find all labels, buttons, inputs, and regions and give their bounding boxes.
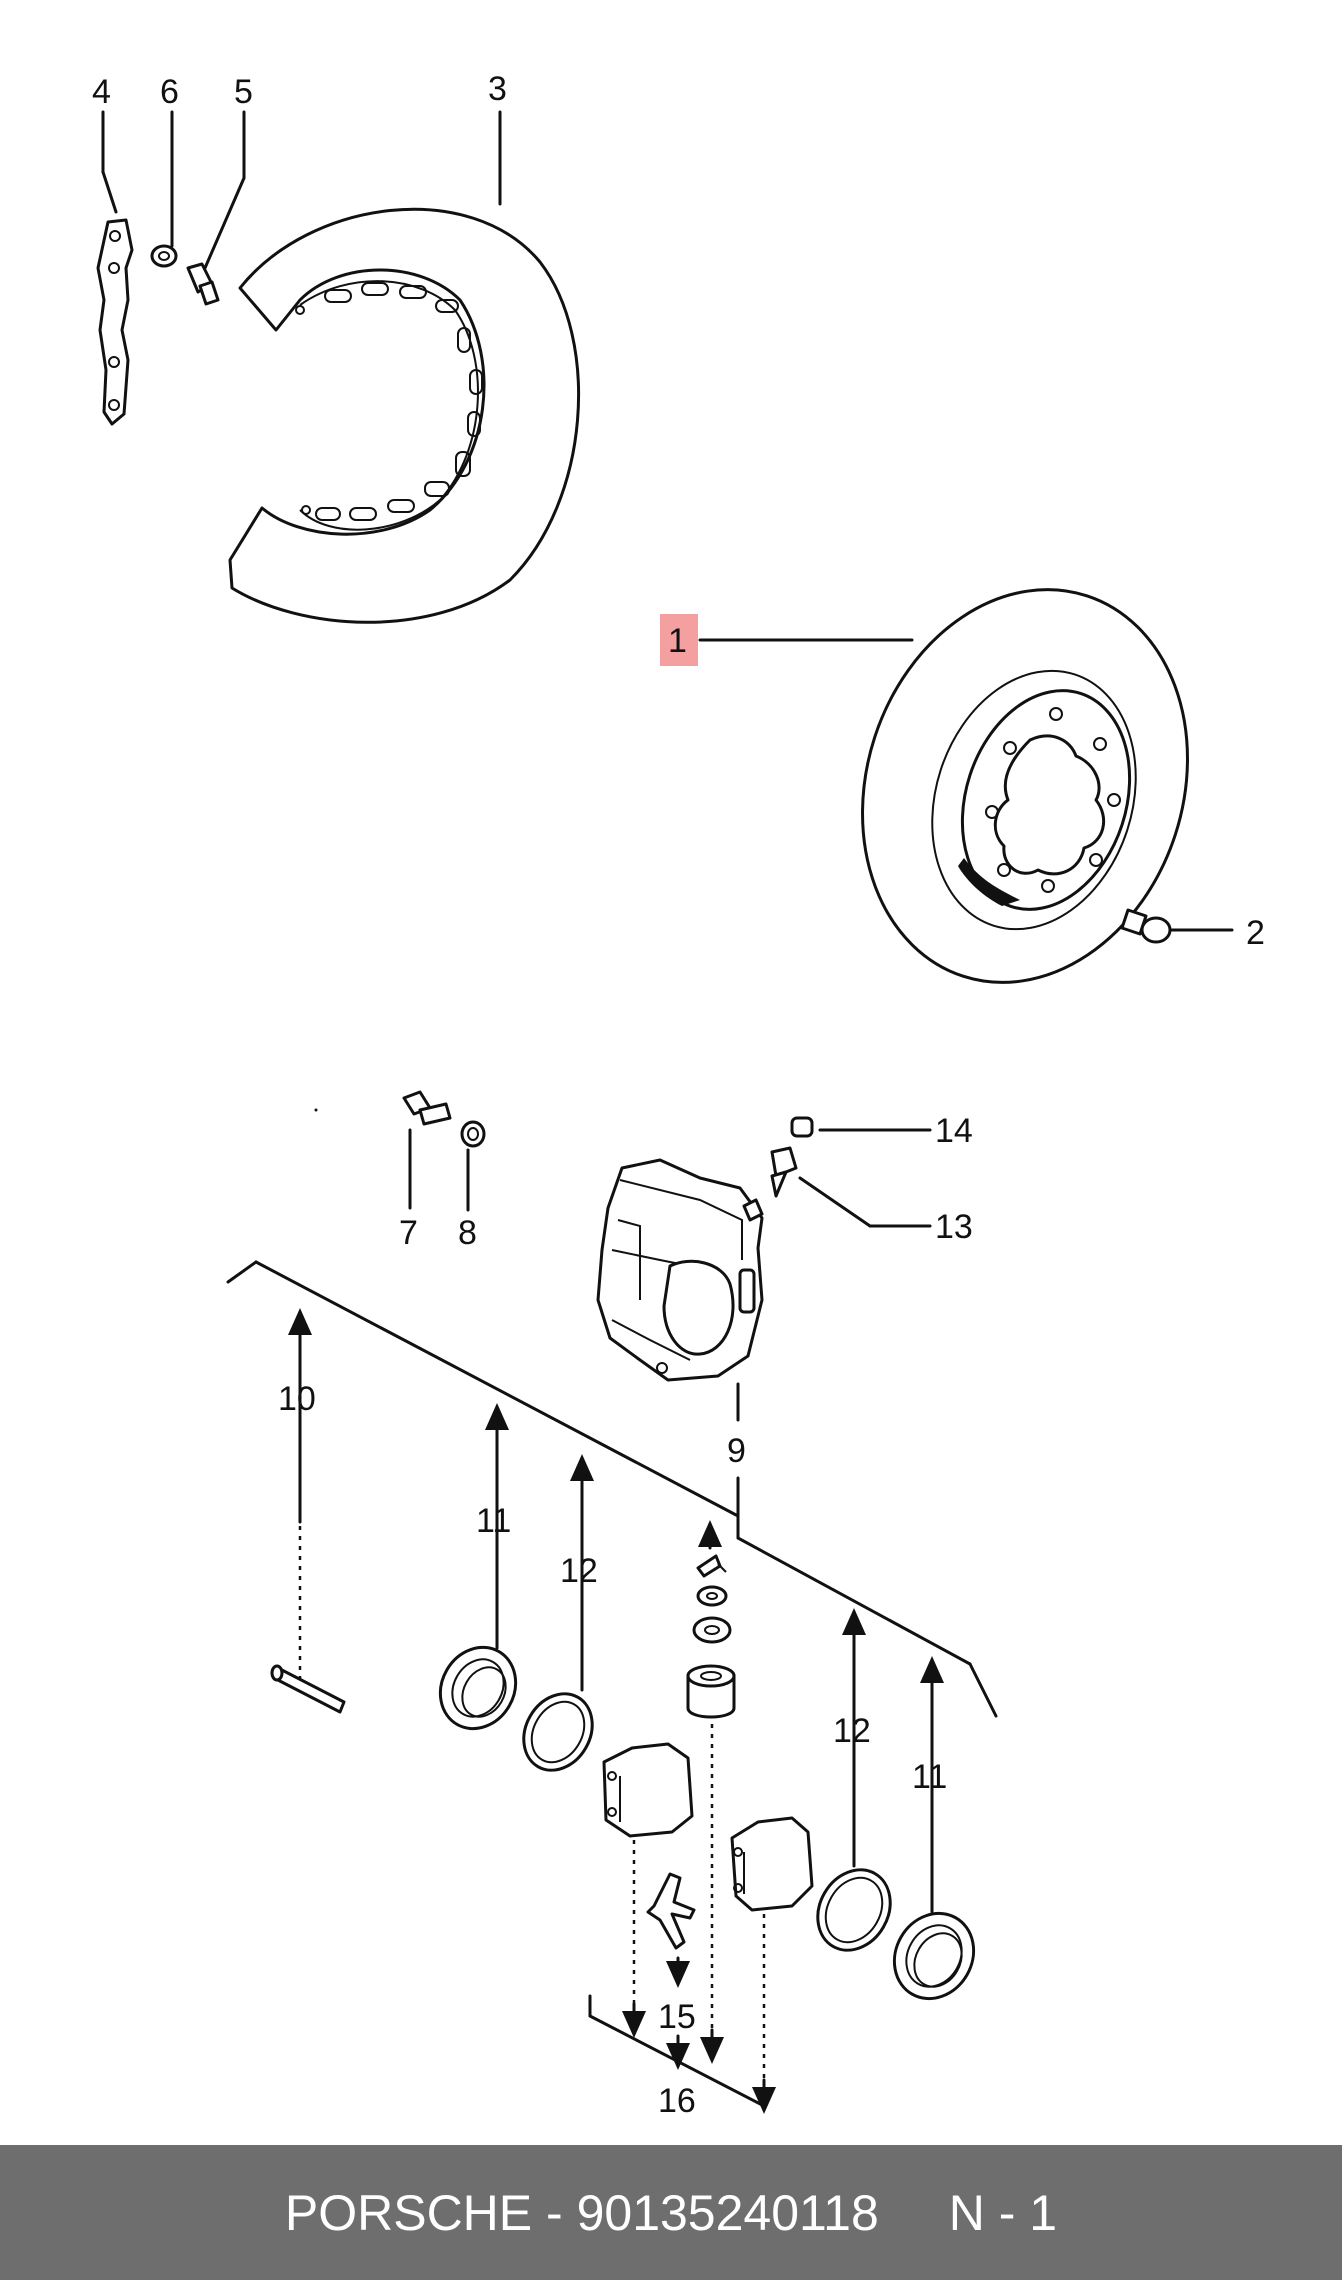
dust-seal-part-11-right xyxy=(892,1911,976,2001)
highlight-label-1 xyxy=(660,614,698,666)
label-4: 4 xyxy=(92,73,111,111)
bolt-part-5 xyxy=(186,262,220,306)
label-7: 7 xyxy=(399,1214,418,1252)
brake-caliper-part-9 xyxy=(596,1158,764,1382)
small-washer xyxy=(696,1585,728,1607)
bolt-part-7 xyxy=(402,1090,452,1126)
dust-shield-part-3 xyxy=(228,207,580,624)
label-3: 3 xyxy=(488,70,507,108)
seal-ring-part-12-left xyxy=(522,1692,594,1772)
brake-pad-right xyxy=(730,1816,814,1912)
label-9: 9 xyxy=(727,1432,746,1470)
footer-bar: PORSCHE - 90135240118 N - 1 xyxy=(0,2145,1342,2280)
kit-outline xyxy=(226,1260,998,2108)
exploded-parts-diagram: 4 6 5 3 xyxy=(92,70,1265,2120)
seal-ring-part-12-right xyxy=(816,1868,892,1952)
label-8: 8 xyxy=(458,1214,477,1252)
footer-part-number: PORSCHE - 90135240118 xyxy=(284,2184,879,2241)
brake-pad-left xyxy=(602,1742,694,1838)
label-11-left: 11 xyxy=(476,1502,511,1540)
footer-page-indicator: N - 1 xyxy=(948,2184,1058,2241)
pin-part-10 xyxy=(270,1664,346,1714)
label-2: 2 xyxy=(1246,914,1265,952)
spreader-spring-part-15 xyxy=(646,1872,696,1950)
label-10: 10 xyxy=(278,1380,316,1418)
label-6: 6 xyxy=(160,73,179,111)
label-14: 14 xyxy=(935,1112,973,1150)
label-1: 1 xyxy=(668,622,687,660)
dust-seal-part-11-left xyxy=(438,1645,518,1731)
label-16: 16 xyxy=(658,2082,696,2120)
label-11-right: 11 xyxy=(912,1758,947,1796)
brake-disc-part-1 xyxy=(861,588,1189,984)
piston xyxy=(686,1664,736,1719)
label-15: 15 xyxy=(658,1998,696,2036)
label-12-right: 12 xyxy=(833,1712,871,1750)
small-nut xyxy=(692,1616,732,1644)
bleeder-valve-part-13 xyxy=(770,1146,798,1198)
screw-part-2 xyxy=(1120,908,1172,944)
washer-part-6 xyxy=(150,244,178,268)
label-5: 5 xyxy=(234,73,253,111)
label-12-left: 12 xyxy=(560,1552,598,1590)
small-clip xyxy=(696,1554,727,1578)
bracket-part-4 xyxy=(96,218,134,426)
washer-part-8 xyxy=(460,1120,486,1148)
label-13: 13 xyxy=(935,1208,973,1246)
bleeder-cap-part-14 xyxy=(790,1116,814,1138)
